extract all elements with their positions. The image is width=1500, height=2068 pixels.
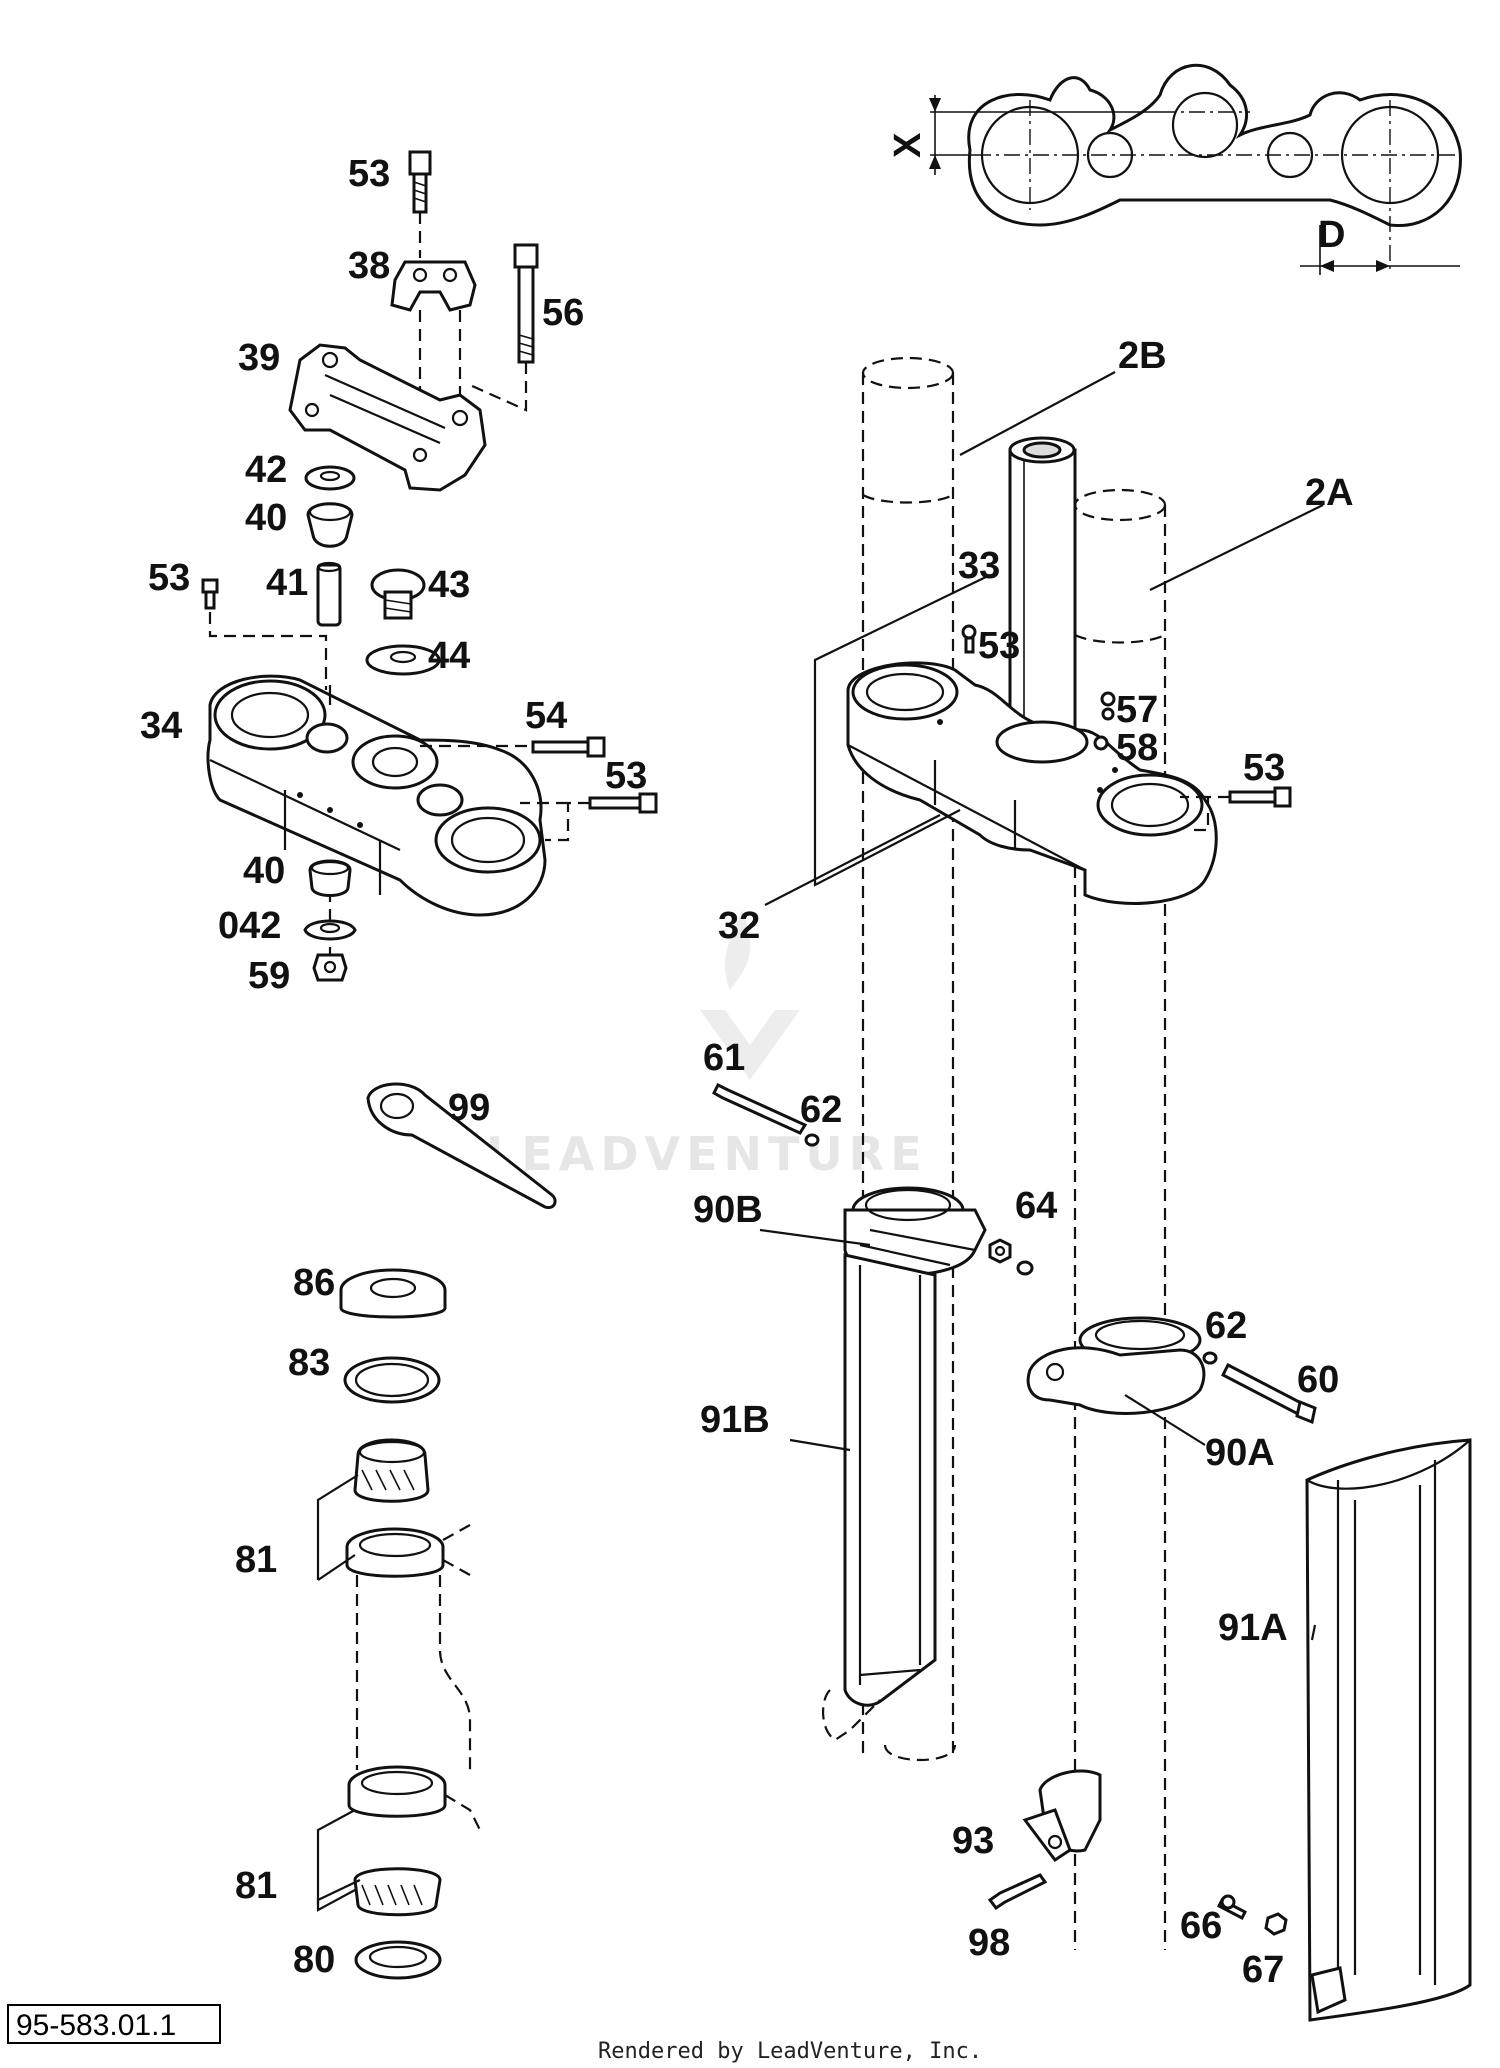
fork-guard xyxy=(1216,1438,1472,2022)
label-99: 99 xyxy=(448,1087,490,1129)
label-53: 53 xyxy=(348,153,390,195)
label-59: 59 xyxy=(248,955,290,997)
label-61: 61 xyxy=(703,1037,745,1079)
label-81-lower: 81 xyxy=(235,1865,277,1907)
label-042: 042 xyxy=(218,905,281,947)
clamp-offset-sketch xyxy=(929,63,1462,275)
nut-64 xyxy=(988,1238,1034,1276)
upper-triple-clamp-left xyxy=(206,674,658,982)
label-2a: 2A xyxy=(1305,472,1354,514)
label-57: 57 xyxy=(1116,689,1158,731)
steering-stem-bearings xyxy=(316,1268,481,1980)
label-60: 60 xyxy=(1297,1359,1339,1401)
label-32: 32 xyxy=(718,905,760,947)
label-81-upper: 81 xyxy=(235,1539,277,1581)
axle-clamp-right xyxy=(1026,1316,1206,1415)
label-98: 98 xyxy=(968,1922,1010,1964)
label-40-upper: 40 xyxy=(245,497,287,539)
spanner-tool xyxy=(366,1082,557,1210)
label-44: 44 xyxy=(428,635,470,677)
label-53-left-clamp: 53 xyxy=(605,755,647,797)
label-41: 41 xyxy=(266,562,308,604)
label-38: 38 xyxy=(348,245,390,287)
label-67: 67 xyxy=(1242,1949,1284,1991)
drawing-reference: 95-583.01.1 xyxy=(7,2004,221,2044)
label-42: 42 xyxy=(245,449,287,491)
drawing-number: 95-583.01.1 xyxy=(16,2009,176,2042)
part-labels: 53 38 56 39 42 40 53 41 43 44 34 54 53 4… xyxy=(140,132,1354,1991)
label-91a: 91A xyxy=(1218,1607,1288,1649)
pinch-bolt-lower xyxy=(1202,1351,1317,1425)
label-64: 64 xyxy=(1015,1185,1057,1227)
pinch-bolt-upper xyxy=(712,1082,820,1147)
label-39: 39 xyxy=(238,337,280,379)
label-53-right-clamp: 53 xyxy=(1243,747,1285,789)
label-90a: 90A xyxy=(1205,1432,1275,1474)
label-62-upper: 62 xyxy=(800,1089,842,1131)
label-56: 56 xyxy=(542,292,584,334)
watermark-text: LEADVENTURE xyxy=(486,1127,928,1181)
label-83: 83 xyxy=(288,1342,330,1384)
axle-bracket xyxy=(987,1769,1102,1911)
label-53-stem: 53 xyxy=(978,625,1020,667)
render-credit: Rendered by LeadVenture, Inc. xyxy=(598,2039,982,2064)
lower-triple-clamp xyxy=(846,624,1292,905)
label-53-small: 53 xyxy=(148,557,190,599)
leadventure-watermark: LEADVENTURE xyxy=(486,910,928,1181)
label-90b: 90B xyxy=(693,1189,763,1231)
label-58: 58 xyxy=(1116,727,1158,769)
label-91b: 91B xyxy=(700,1399,770,1441)
label-86: 86 xyxy=(293,1262,335,1304)
label-33: 33 xyxy=(958,545,1000,587)
bushing-stack xyxy=(201,465,441,690)
label-2b: 2B xyxy=(1118,335,1167,377)
label-34: 34 xyxy=(140,705,182,747)
handlebar-clamp-assembly xyxy=(288,150,539,492)
label-66: 66 xyxy=(1180,1905,1222,1947)
axle-clamp-left xyxy=(843,1186,987,1276)
label-40-lower: 40 xyxy=(243,850,285,892)
label-x: X xyxy=(887,132,929,158)
label-93: 93 xyxy=(952,1820,994,1862)
fork-outer-tube-left xyxy=(822,1253,957,1761)
label-80: 80 xyxy=(293,1939,335,1981)
steering-stem xyxy=(1008,436,1077,758)
label-54: 54 xyxy=(525,695,567,737)
label-43: 43 xyxy=(428,564,470,606)
leader-lines xyxy=(759,371,1324,1641)
label-d: D xyxy=(1318,214,1345,256)
label-62-lower: 62 xyxy=(1205,1305,1247,1347)
